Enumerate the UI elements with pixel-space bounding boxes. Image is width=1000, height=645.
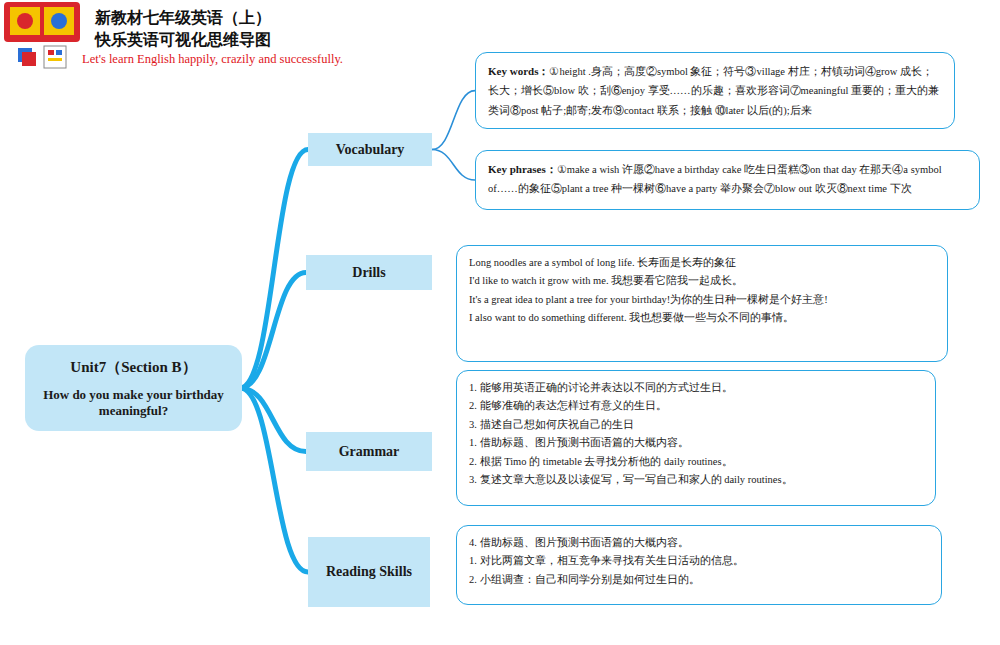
main-branch-line [240,273,306,389]
node-text: 3. 描述自己想如何庆祝自己的生日 [469,416,923,434]
sub-branch-line [432,91,475,150]
node-text: How do you make your birthday meaningful… [35,387,232,419]
content-box: Key phrases：①make a wish 许愿②have a birth… [475,150,980,210]
node-text: Key words： [488,65,549,77]
node-text: Grammar [339,444,400,460]
branch-box: Reading Skills [308,537,430,607]
topic-box: Unit7（Section B） How do you make your bir… [25,345,242,431]
node-text: 1. 借助标题、图片预测书面语篇的大概内容。 [469,434,923,452]
page-subtitle: 快乐英语可视化思维导图 [95,30,271,51]
node-text: Reading Skills [326,564,412,580]
content-box: 1. 能够用英语正确的讨论并表达以不同的方式过生日。2. 能够准确的表达怎样过有… [456,370,936,506]
node-text: 4. 借助标题、图片预测书面语篇的大概内容。 [469,534,929,552]
content-box: 4. 借助标题、图片预测书面语篇的大概内容。1. 对比两篇文章，相互竞争来寻找有… [456,525,942,605]
node-text: Vocabulary [336,142,405,158]
main-branch-line [240,150,308,389]
node-text: 2. 小组调查：自己和同学分别是如何过生日的。 [469,571,929,589]
node-text: 2. 根据 Timo 的 timetable 去寻找分析他的 daily rou… [469,453,923,471]
logo-icon [4,2,80,70]
branch-box: Grammar [306,432,432,471]
node-text: 2. 能够准确的表达怎样过有意义的生日。 [469,397,923,415]
node-text: Long noodles are a symbol of long life. … [469,254,935,272]
page-title: 新教材七年级英语（上） [95,8,271,29]
node-text: I'd like to watch it grow with me. 我想要看它… [469,272,935,290]
content-box: Key words：①height .身高；高度②symbol 象征；符号③vi… [475,52,955,129]
sub-branch-line [432,150,475,181]
node-text: 1. 能够用英语正确的讨论并表达以不同的方式过生日。 [469,379,923,397]
slogan-text: Let's learn English happily, crazily and… [82,52,343,67]
main-branch-line [240,388,308,572]
branch-box: Drills [306,255,432,290]
node-text: I also want to do something different. 我… [469,309,935,327]
node-text: 3. 复述文章大意以及以读促写，写一写自己和家人的 daily routines… [469,471,923,489]
content-box: Long noodles are a symbol of long life. … [456,245,948,362]
branch-box: Vocabulary [308,133,432,166]
node-text: It's a great idea to plant a tree for yo… [469,291,935,309]
node-text: ①height .身高；高度②symbol 象征；符号③village 村庄；村… [488,66,939,116]
node-text: 1. 对比两篇文章，相互竞争来寻找有关生日活动的信息。 [469,552,929,570]
node-text: Unit7（Section B） [70,358,196,377]
node-text: Drills [352,265,385,281]
node-text: Key phrases： [488,163,557,175]
node-text: ①make a wish 许愿②have a birthday cake 吃生日… [488,164,942,194]
